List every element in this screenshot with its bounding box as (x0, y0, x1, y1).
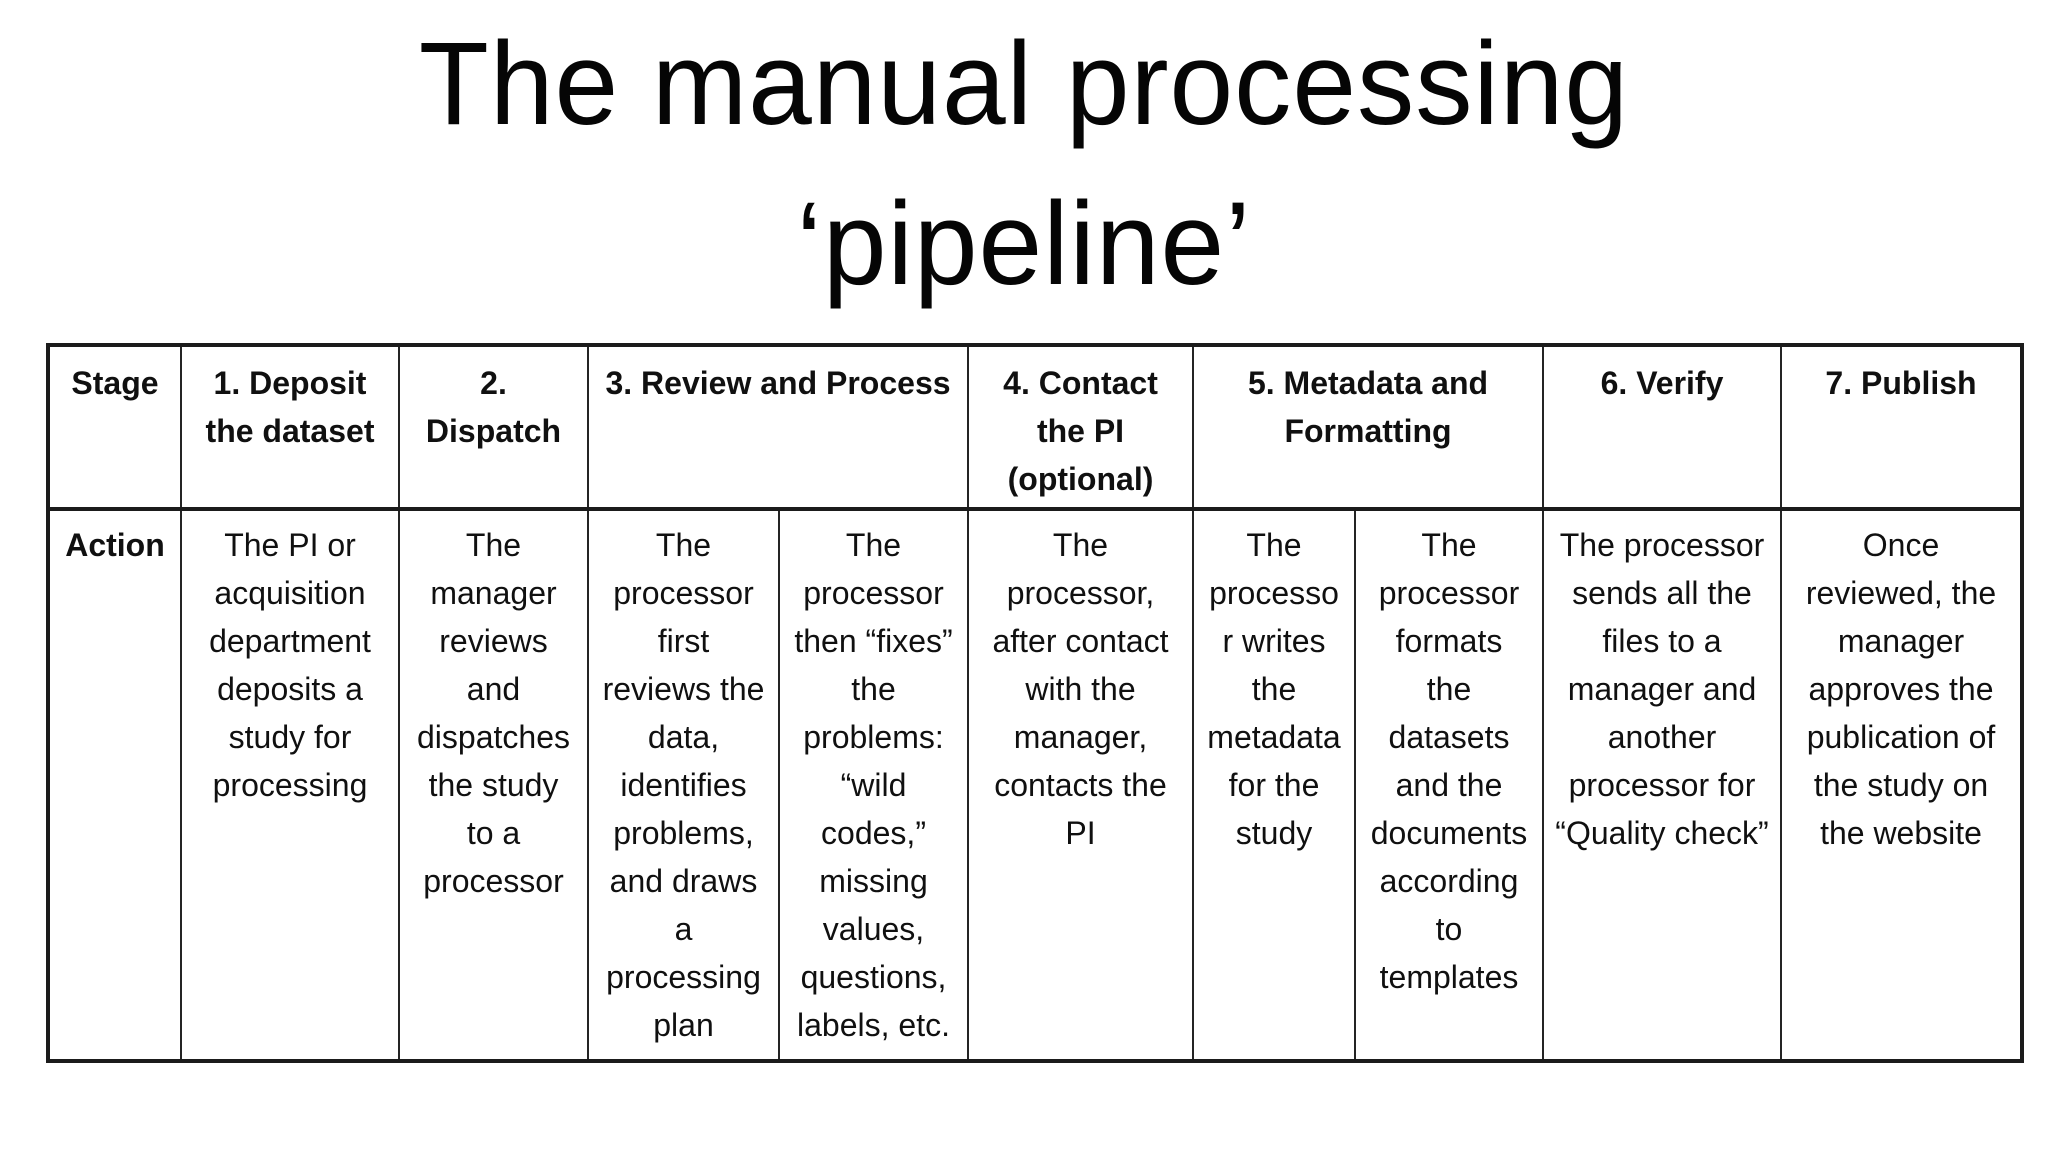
action-cell-metadata-part1: The processo r writes the metadata for t… (1192, 508, 1356, 1062)
header-cell-review: 3. Review and Process (587, 344, 969, 511)
header-cell-contact: 4. Contact the PI (optional) (967, 344, 1194, 511)
action-cell-review-part2: The processor then “fixes” the problems:… (778, 508, 969, 1062)
action-cell-metadata-part2: The processor formats the datasets and t… (1354, 508, 1544, 1062)
action-cell-publish: Once reviewed, the manager approves the … (1780, 508, 2023, 1062)
table-header-row: Stage 1. Deposit the dataset 2. Dispatch… (47, 344, 2023, 511)
header-cell-stage: Stage (47, 344, 182, 511)
header-cell-metadata: 5. Metadata and Formatting (1192, 344, 1544, 511)
header-cell-publish: 7. Publish (1780, 344, 2023, 511)
action-cell-review-part1: The processor first reviews the data, id… (587, 508, 780, 1062)
header-cell-dispatch: 2. Dispatch (398, 344, 589, 511)
action-cell-deposit: The PI or acquisition department deposit… (180, 508, 400, 1062)
action-cell-verify: The processor sends all the files to a m… (1542, 508, 1782, 1062)
header-cell-verify: 6. Verify (1542, 344, 1782, 511)
pipeline-table: Stage 1. Deposit the dataset 2. Dispatch… (46, 343, 2024, 1063)
action-cell-contact: The processor, after contact with the ma… (967, 508, 1194, 1062)
table-action-row: Action The PI or acquisition department … (47, 508, 2023, 1062)
page-title: The manual processing ‘pipeline’ (418, 18, 1630, 310)
header-cell-deposit: 1. Deposit the dataset (180, 344, 400, 511)
action-cell-dispatch: The manager reviews and dispatches the s… (398, 508, 589, 1062)
action-cell-label: Action (47, 508, 182, 1062)
